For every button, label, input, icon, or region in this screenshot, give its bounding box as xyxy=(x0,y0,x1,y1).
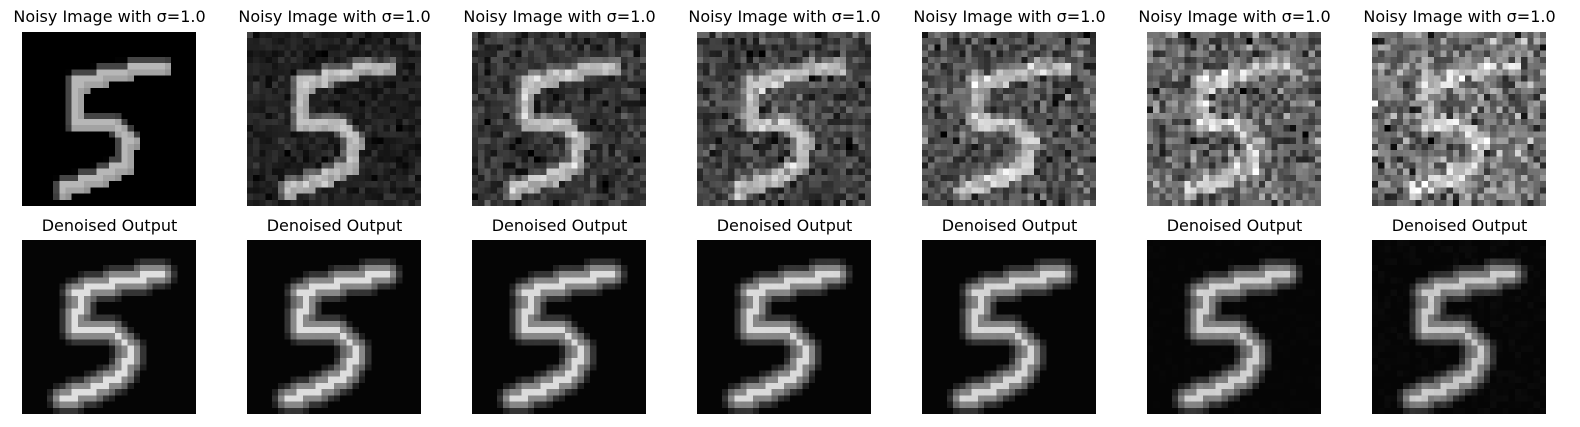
denoised-panel-title: Denoised Output xyxy=(491,216,628,235)
denoised-image-6 xyxy=(1147,240,1321,414)
noisy-image-6 xyxy=(1147,32,1321,206)
noisy-image-7 xyxy=(1372,32,1546,206)
noisy-panel-title: Noisy Image with σ=1.0 xyxy=(1138,7,1331,26)
denoised-image-2 xyxy=(247,240,421,414)
denoised-image-3 xyxy=(472,240,646,414)
noisy-image-2 xyxy=(247,32,421,206)
noisy-panel-title: Noisy Image with σ=1.0 xyxy=(463,7,656,26)
noisy-panel-title: Noisy Image with σ=1.0 xyxy=(13,7,206,26)
noisy-panel-2: Noisy Image with σ=1.0 xyxy=(222,7,447,27)
denoised-image-7 xyxy=(1372,240,1546,414)
noisy-image-3 xyxy=(472,32,646,206)
denoised-panel-title: Denoised Output xyxy=(41,216,178,235)
noisy-panel-title: Noisy Image with σ=1.0 xyxy=(913,7,1106,26)
denoised-panel-6: Denoised Output xyxy=(1122,216,1347,236)
noisy-panel-7: Noisy Image with σ=1.0 xyxy=(1347,7,1572,27)
noisy-image-4 xyxy=(697,32,871,206)
denoised-panel-7: Denoised Output xyxy=(1347,216,1572,236)
denoised-image-1 xyxy=(22,240,196,414)
noisy-panel-5: Noisy Image with σ=1.0 xyxy=(897,7,1122,27)
noisy-image-1 xyxy=(22,32,196,206)
noisy-panel-4: Noisy Image with σ=1.0 xyxy=(672,7,897,27)
noisy-panel-title: Noisy Image with σ=1.0 xyxy=(238,7,431,26)
denoised-panel-title: Denoised Output xyxy=(1166,216,1303,235)
noisy-panel-6: Noisy Image with σ=1.0 xyxy=(1122,7,1347,27)
denoised-panel-title: Denoised Output xyxy=(1391,216,1528,235)
noisy-panel-title: Noisy Image with σ=1.0 xyxy=(688,7,881,26)
noisy-panel-title: Noisy Image with σ=1.0 xyxy=(1363,7,1556,26)
denoised-image-5 xyxy=(922,240,1096,414)
denoised-image-4 xyxy=(697,240,871,414)
noisy-panel-3: Noisy Image with σ=1.0 xyxy=(447,7,672,27)
denoised-panel-title: Denoised Output xyxy=(716,216,853,235)
denoised-panel-2: Denoised Output xyxy=(222,216,447,236)
denoised-panel-title: Denoised Output xyxy=(266,216,403,235)
noisy-panel-1: Noisy Image with σ=1.0 xyxy=(0,7,222,27)
denoised-panel-4: Denoised Output xyxy=(672,216,897,236)
denoised-panel-5: Denoised Output xyxy=(897,216,1122,236)
denoised-panel-title: Denoised Output xyxy=(941,216,1078,235)
denoised-panel-3: Denoised Output xyxy=(447,216,672,236)
noisy-image-5 xyxy=(922,32,1096,206)
denoised-panel-1: Denoised Output xyxy=(0,216,222,236)
